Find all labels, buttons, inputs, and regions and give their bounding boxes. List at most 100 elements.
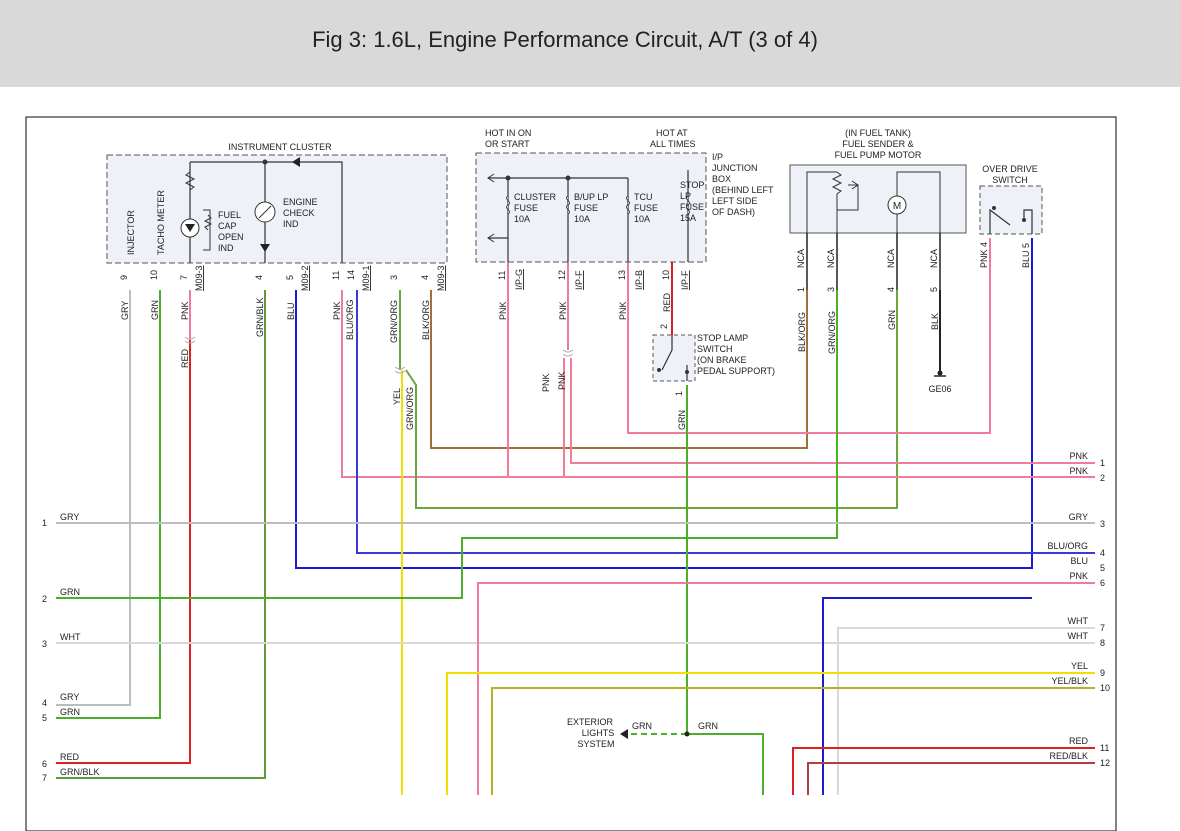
overdrive-title-0: OVER DRIVE [982,164,1038,174]
fuel-sender: (IN FUEL TANK) FUEL SENDER & FUEL PUMP M… [789,128,967,394]
vertical-wire-labels: GRY GRN PNK RED GRN/BLK BLU PNK BLU/ORG … [120,292,940,430]
box-label-5: OF DASH) [712,207,755,217]
junction-box-outline [475,152,707,263]
stop-lamp-box [652,334,696,382]
left-wire-num: 6 [42,759,47,769]
stop-lamp-pin-bottom: 1 [674,391,684,396]
left-wire-num: 3 [42,639,47,649]
cluster-pin: 4 [420,275,430,280]
fuse-cluster-line: FUSE [514,203,538,213]
wire-label: PNK [498,301,508,320]
cluster-pin: 5 [285,275,295,280]
fuel-connector: NCA [886,249,896,268]
right-wire-num: 9 [1100,668,1105,678]
wire-pnk-bup-b [570,358,1095,464]
right-wire-label: BLU/ORG [1047,541,1088,551]
cluster-pin: 10 [149,270,159,280]
right-wire-label: RED/BLK [1049,751,1088,761]
cluster-pins: 9 10 7 4 5 11 14 3 4 M09-3 M09-2 M09-1 M… [119,265,446,291]
cluster-connector: M09-2 [300,265,310,291]
junction-pin: 10 [661,270,671,280]
wire-label: GRN/ORG [389,300,399,343]
left-wire-label: WHT [60,632,81,642]
wire-grn-blk [56,290,266,779]
fuel-pin: 1 [796,287,806,292]
fuse-tcu-line: FUSE [634,203,658,213]
exterior-label-2: SYSTEM [577,739,614,749]
left-wire-num: 2 [42,594,47,604]
page-title: Fig 3: 1.6L, Engine Performance Circuit,… [312,27,818,52]
cluster-pin: 4 [254,275,264,280]
right-wire-label: PNK [1069,466,1088,476]
fuel-pump-motor-icon [887,195,907,215]
splice-icon [684,731,690,737]
wire-label: BLK [930,313,940,330]
arrow-left-icon [620,729,628,739]
wire-gry-injector [56,290,131,706]
fuel-pin: 5 [929,287,939,292]
right-wire-num: 4 [1100,548,1105,558]
ground-label: GE06 [928,384,951,394]
wire-label: BLU [286,302,296,320]
fuse-stop-line: LP [680,191,691,201]
ip-junction-box: HOT IN ON OR START HOT AT ALL TIMES I/P … [475,128,774,290]
instrument-cluster-box [106,154,448,264]
fuel-cap-line-0: FUEL [218,210,241,220]
wire-label: PNK [180,301,190,320]
wire-grn-fuel [56,290,838,599]
label-tacho-meter: TACHO METER [156,190,166,255]
fuse-stop-line: FUSE [680,202,704,212]
wire-wht-7 [837,627,1095,795]
left-wire-label: GRY [60,512,79,522]
right-wire-label: YEL [1071,661,1088,671]
right-wire-num: 5 [1100,563,1105,573]
fuel-sender-title-2: FUEL PUMP MOTOR [835,150,922,160]
junction-connector: I/P-G [514,269,524,290]
junction-pin: 13 [617,270,627,280]
fuel-connector: NCA [826,249,836,268]
wire-label: GRN [150,300,160,320]
junction-pin: 12 [557,270,567,280]
switch-contact-icon [989,208,1033,234]
right-wire-label: YEL/BLK [1051,676,1088,686]
fuel-cap-line-3: IND [218,243,234,253]
right-wire-num: 7 [1100,623,1105,633]
wire-label: GRN/ORG [405,387,415,430]
right-wire-label: RED [1069,736,1089,746]
wire-label: BLU/ORG [345,299,355,340]
cluster-connector: M09-3 [194,265,204,291]
right-wire-labels: PNK 1 PNK 2 GRY 3 BLU/ORG 4 BLU 5 PNK 6 … [1047,451,1110,768]
junction-pins: 11 12 13 10 I/P-G I/P-F I/P-B I/P-F [497,269,690,290]
wire-pnk-6 [477,582,1095,795]
junction-connector: I/P-F [680,270,690,290]
cluster-pin: 14 [346,270,356,280]
wire-label: GRN/BLK [255,297,265,337]
hot-run-1: OR START [485,139,530,149]
exterior-label-1: LIGHTS [582,728,615,738]
label-injector: INJECTOR [126,210,136,255]
right-wire-num: 12 [1100,758,1110,768]
right-wire-label: PNK [1069,451,1088,461]
right-wire-label: WHT [1068,631,1089,641]
box-label-3: (BEHIND LEFT [712,185,774,195]
fuse-icon [506,195,510,215]
fuel-pin: 4 [886,287,896,292]
fuel-cap-line-2: OPEN [218,232,244,242]
right-wire-num: 1 [1100,458,1105,468]
wire-pnk-tcu-fuse [627,238,991,434]
fuse-icon [626,195,630,215]
left-wire-label: RED [60,752,80,762]
box-label-1: JUNCTION [712,163,758,173]
wire-grn-tacho [56,290,161,719]
fuse-tcu-line: 10A [634,214,650,224]
wire-label: YEL [392,388,402,405]
fuse-labels: CLUSTER FUSE 10A B/UP LP FUSE 10A TCU FU… [514,180,704,224]
fuel-sender-box [789,164,967,234]
fuse-cluster-line: 10A [514,214,530,224]
fuse-tcu-line: TCU [634,192,653,202]
box-label-4: LEFT SIDE [712,196,757,206]
fuel-cap-line-1: CAP [218,221,237,231]
right-wire-num: 8 [1100,638,1105,648]
wire-blu-pin5 [295,238,1033,569]
stop-lamp-label-1: SWITCH [697,344,733,354]
